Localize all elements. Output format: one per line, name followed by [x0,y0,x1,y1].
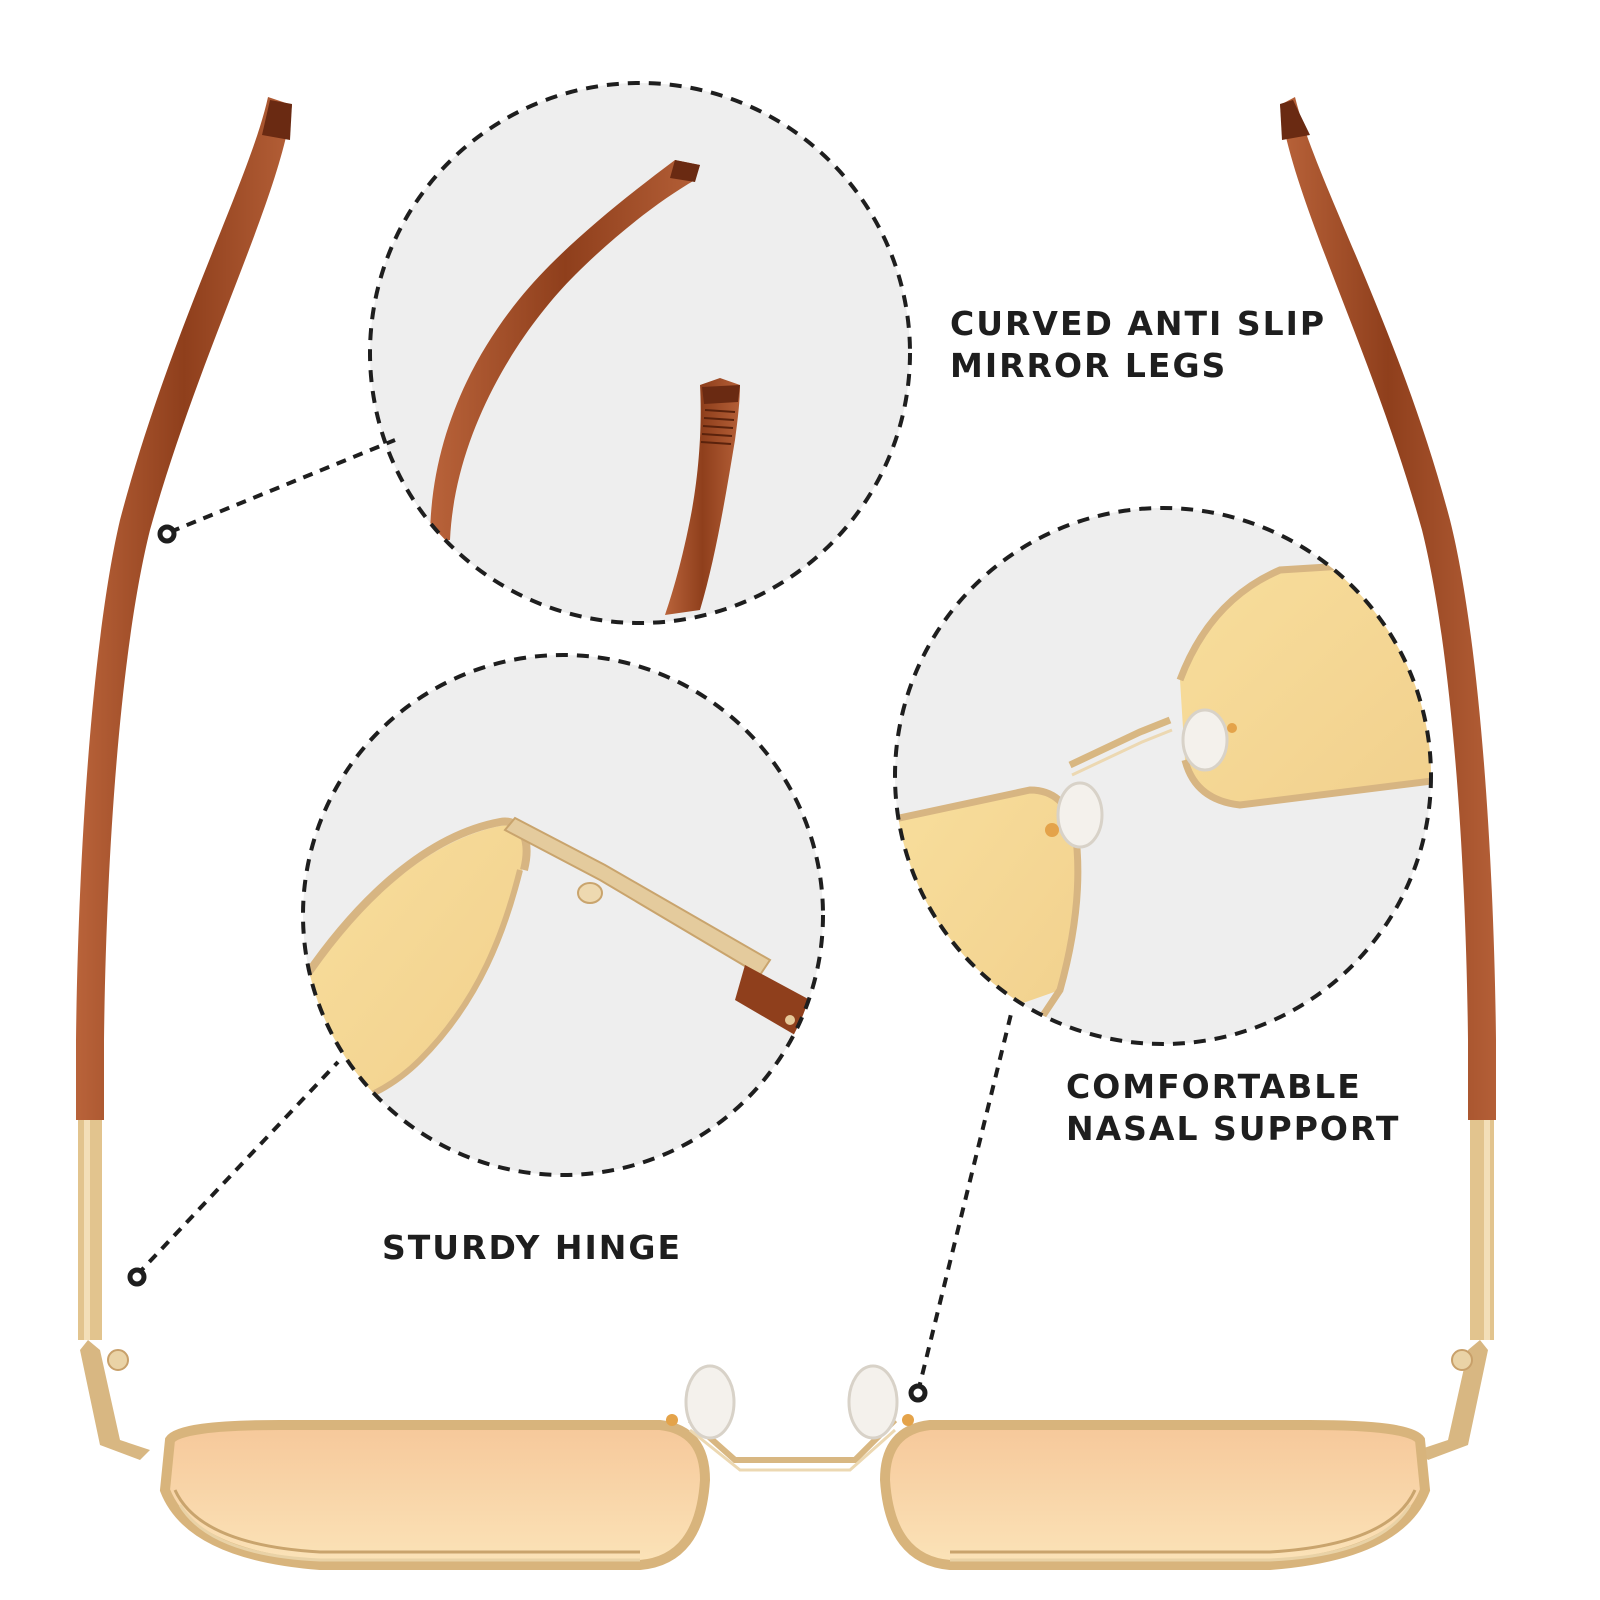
leader-dot-nasal [908,1383,928,1403]
bridge [688,1417,898,1472]
zoom-circle-nasal [893,506,1433,1046]
zoom-circle-legs [368,81,912,625]
right-lens [879,1420,1431,1570]
leader-dot-hinge [127,1267,147,1287]
right-hinge [1418,1340,1488,1460]
left-temple-arm [76,97,292,1340]
callout-dots [127,524,928,1403]
leader-line-nasal [916,1009,1014,1393]
label-nasal-line2: NASAL SUPPORT [1066,1109,1401,1148]
zoom-circle-hinge [301,653,825,1177]
left-lens [159,1420,711,1570]
label-hinge-line1: STURDY HINGE [382,1228,683,1267]
label-legs-line1: CURVED ANTI SLIP [950,304,1327,343]
label-nasal-support: COMFORTABLE NASAL SUPPORT [1066,1066,1400,1150]
label-legs-line2: MIRROR LEGS [950,346,1228,385]
leader-line-hinge [135,1060,340,1277]
label-nasal-line1: COMFORTABLE [1066,1067,1362,1106]
leader-line-legs [169,438,396,534]
leader-dot-legs [157,524,177,544]
callout-leaders [135,438,1014,1393]
label-sturdy-hinge: STURDY HINGE [382,1227,682,1269]
left-hinge [80,1340,150,1460]
label-curved-anti-slip-legs: CURVED ANTI SLIP MIRROR LEGS [950,303,1326,387]
nose-pads [666,1364,914,1440]
right-temple-arm [1280,97,1496,1340]
